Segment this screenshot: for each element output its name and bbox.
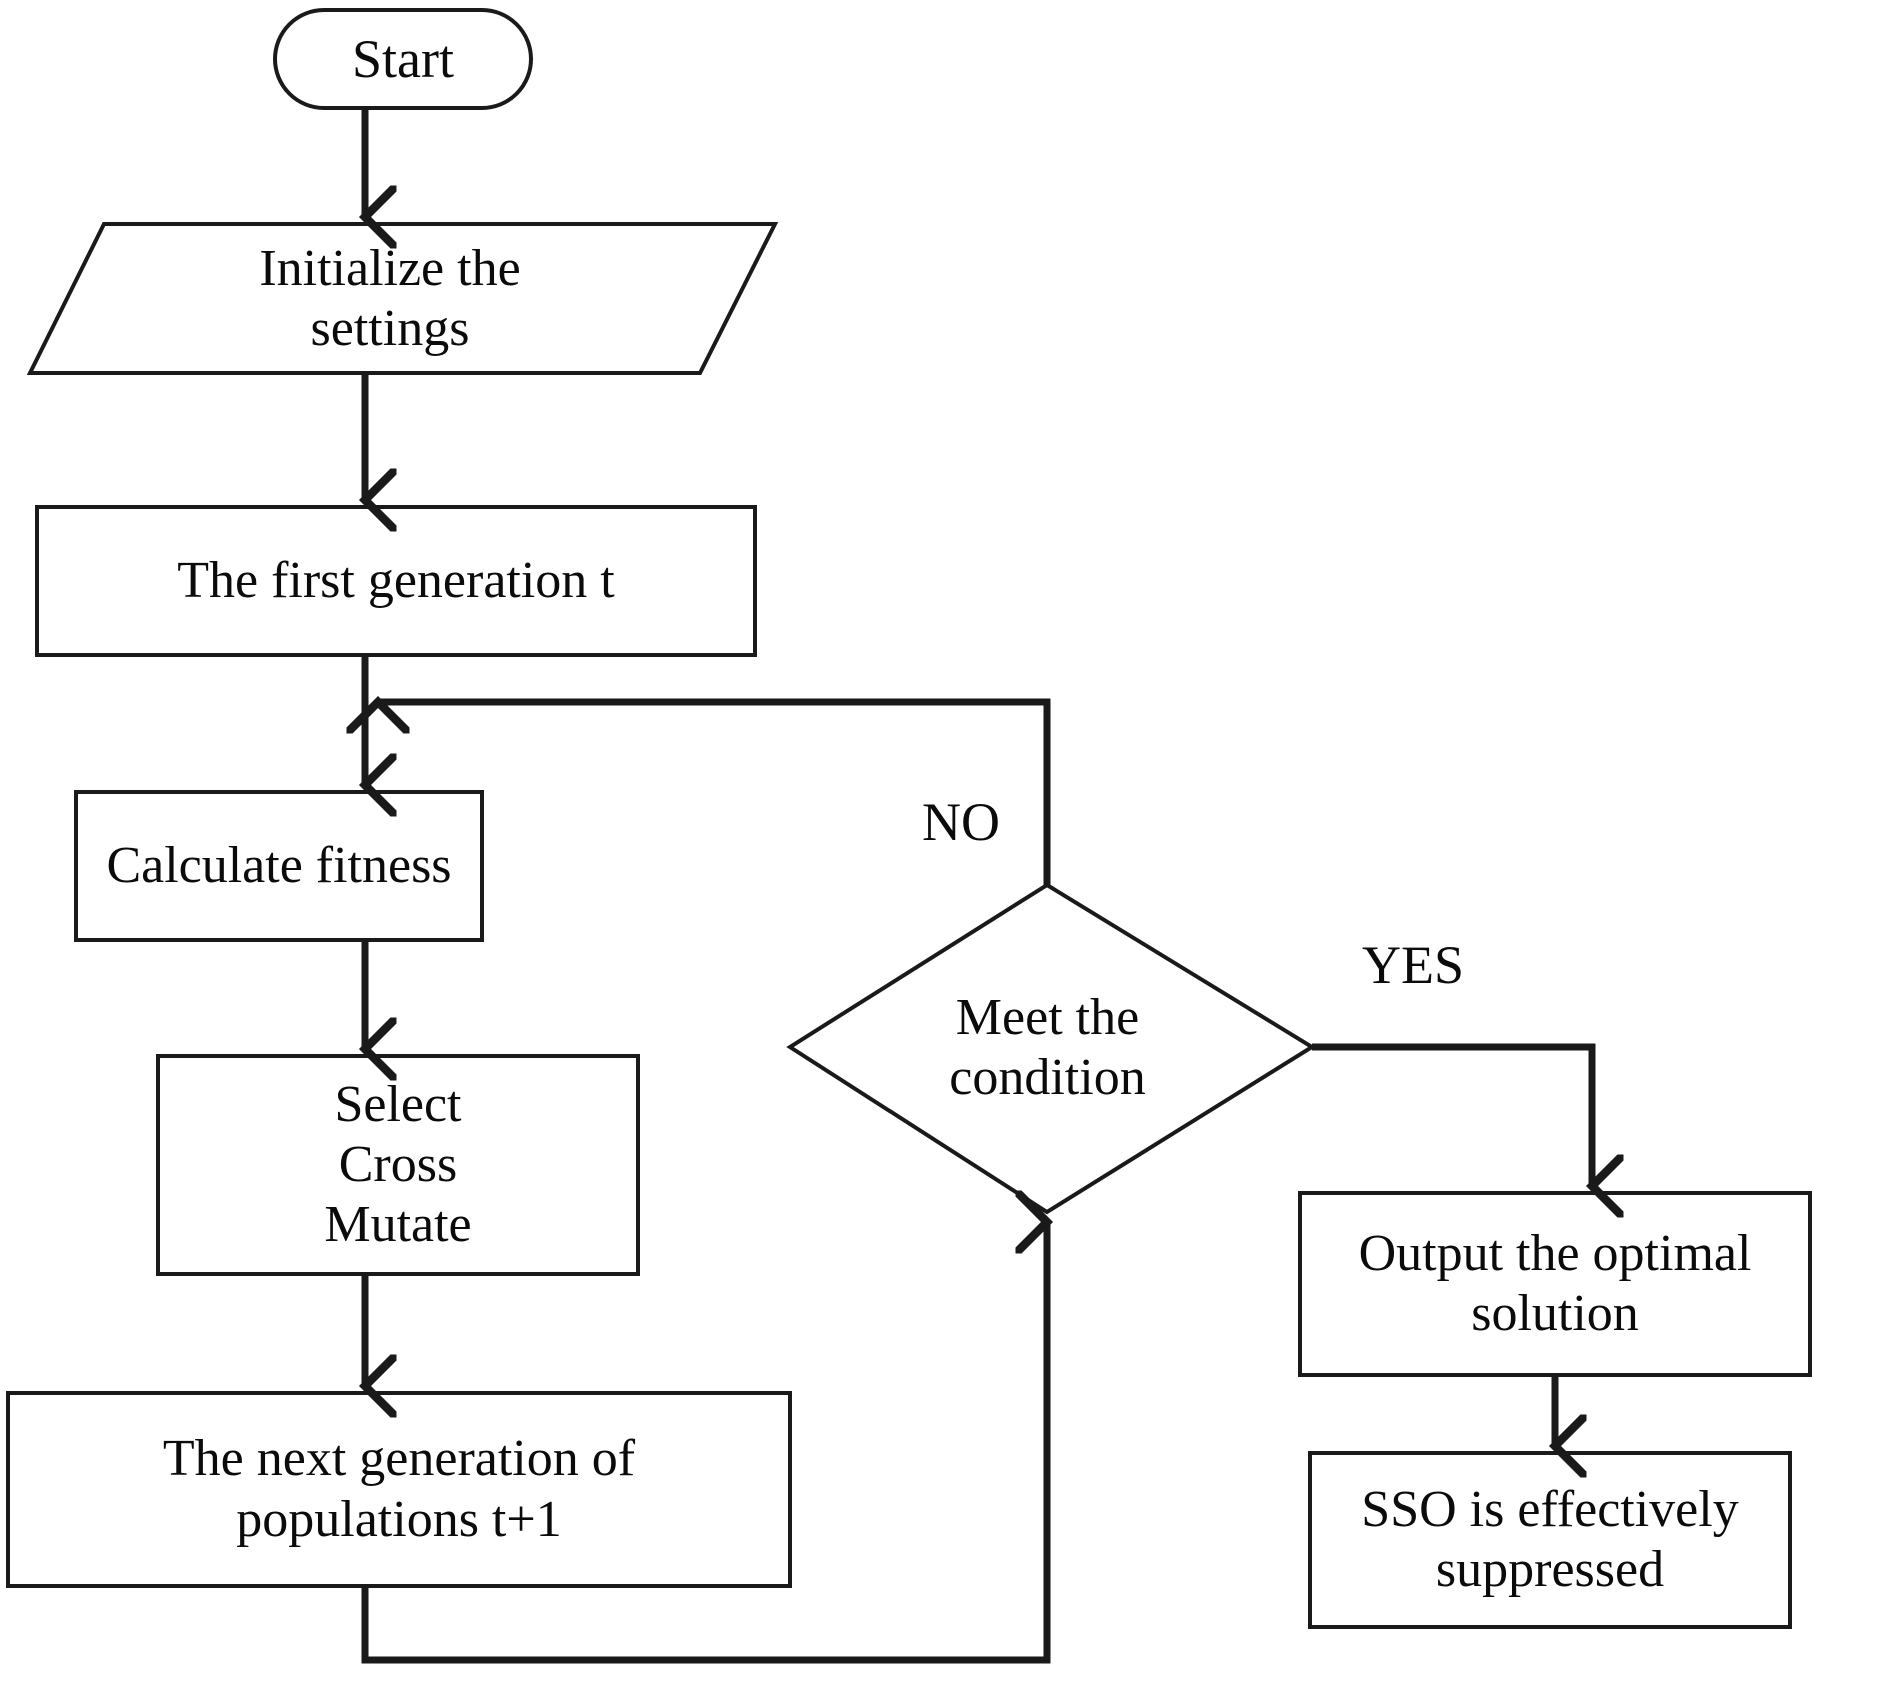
connector-next-generation-to-decision [361, 1222, 1047, 1664]
connector-decision-no-loop-to-calculate-fitness [378, 702, 1051, 885]
output-solution-rect-shape[interactable] [1298, 1191, 1812, 1377]
connector-decision-yes-to-output-solution [1312, 1043, 1592, 1186]
select-cross-mutate-rect-shape[interactable] [156, 1054, 640, 1276]
edge-label-no: NO [922, 792, 1000, 852]
sso-suppressed-rect-shape[interactable] [1308, 1451, 1792, 1629]
edge-label-yes: YES [1362, 935, 1465, 995]
decision-diamond-shape[interactable] [786, 882, 1316, 1215]
first-generation-rect-shape[interactable] [35, 505, 757, 657]
start-oval-shape[interactable] [273, 8, 533, 110]
calculate-fitness-rect-shape[interactable] [74, 790, 484, 942]
next-generation-rect-shape[interactable] [6, 1391, 792, 1588]
initialize-parallelogram-shape[interactable] [26, 222, 779, 375]
